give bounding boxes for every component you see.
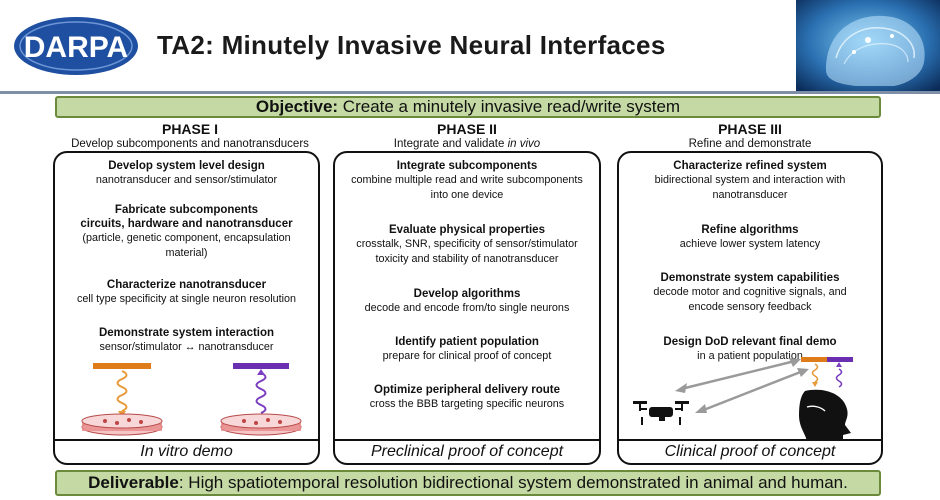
step-title: Develop system level design <box>55 159 318 173</box>
header: DARPA TA2: Minutely Invasive Neural Inte… <box>0 0 940 93</box>
deliverable-banner: Deliverable: High spatiotemporal resolut… <box>55 470 881 496</box>
step-desc: cross the BBB targeting specific neurons <box>335 397 599 412</box>
objective-banner: Objective: Create a minutely invasive re… <box>55 96 881 118</box>
sensor-bar-icon <box>233 363 289 369</box>
orange-wave-icon <box>118 371 127 411</box>
phase-3-header: PHASE III Refine and demonstrate <box>605 121 895 150</box>
orange-wave-icon <box>813 364 818 382</box>
step-desc: crosstalk, SNR, specificity of sensor/st… <box>335 237 599 252</box>
step-desc: prepare for clinical proof of concept <box>335 349 599 364</box>
phase-2-title: PHASE II <box>322 121 612 137</box>
stimulator-bar-icon <box>801 357 827 362</box>
objective-text: Create a minutely invasive read/write sy… <box>338 97 680 117</box>
step-title: Optimize peripheral delivery route <box>335 383 599 397</box>
phase-3-step: Characterize refined system bidirectiona… <box>619 159 881 203</box>
step-desc-line2: nanotransducer <box>619 188 881 203</box>
step-desc: combine multiple read and write subcompo… <box>335 173 599 188</box>
step-title: Identify patient population <box>335 335 599 349</box>
phase-3-step: Refine algorithms achieve lower system l… <box>619 223 881 252</box>
step-title: Demonstrate system capabilities <box>619 271 881 285</box>
phase-1-panel: Develop system level design nanotransduc… <box>53 151 320 465</box>
step-desc-line2: toxicity and stability of nanotransducer <box>335 252 599 267</box>
phase-1-step: Fabricate subcomponents circuits, hardwa… <box>55 203 318 261</box>
phase-1-footer: In vitro demo <box>55 439 318 463</box>
phase-1-step: Demonstrate system interaction sensor/st… <box>55 326 318 355</box>
phase-1-title: PHASE I <box>45 121 335 137</box>
deliverable-label: Deliverable <box>88 473 179 493</box>
phase-1-header: PHASE I Develop subcomponents and nanotr… <box>45 121 335 150</box>
step-title: Demonstrate system interaction <box>55 326 318 340</box>
phase-2-subtitle: Integrate and validate in vivo <box>322 138 612 150</box>
step-desc: decode motor and cognitive signals, and <box>619 285 881 300</box>
phase-2-step: Identify patient population prepare for … <box>335 335 599 364</box>
step-desc-line2: material) <box>55 246 318 261</box>
darpa-logo-text: DARPA <box>24 31 128 64</box>
step-title: Fabricate subcomponents <box>55 203 318 217</box>
petri-dish-icon <box>221 414 301 435</box>
objective-label: Objective: <box>256 97 338 117</box>
step-desc: achieve lower system latency <box>619 237 881 252</box>
phase-2-step: Integrate subcomponents combine multiple… <box>335 159 599 203</box>
phase-2-step: Develop algorithms decode and encode fro… <box>335 287 599 316</box>
phase-1-subtitle: Develop subcomponents and nanotransducer… <box>45 138 335 150</box>
step-title: Refine algorithms <box>619 223 881 237</box>
step-desc: sensor/stimulator ↔ nanotransducer <box>55 340 318 355</box>
phase-1-step: Characterize nanotransducer cell type sp… <box>55 278 318 307</box>
step-title: Design DoD relevant final demo <box>619 335 881 349</box>
step-title: Characterize refined system <box>619 159 881 173</box>
head-silhouette-icon <box>799 390 851 441</box>
phase-3-subtitle: Refine and demonstrate <box>605 138 895 150</box>
phase-2-subtitle-plain: Integrate and validate <box>394 138 508 150</box>
step-desc: bidirectional system and interaction wit… <box>619 173 881 188</box>
double-arrow-icon <box>675 358 809 413</box>
drone-icon <box>633 401 689 425</box>
phase-2-step: Evaluate physical properties crosstalk, … <box>335 223 599 267</box>
deliverable-text: : High spatiotemporal resolution bidirec… <box>179 473 848 493</box>
phase-3-panel: Characterize refined system bidirectiona… <box>617 151 883 465</box>
phase-2-footer: Preclinical proof of concept <box>335 439 599 463</box>
step-desc: decode and encode from/to single neurons <box>335 301 599 316</box>
stimulator-bar-icon <box>93 363 151 369</box>
step-desc: nanotransducer and sensor/stimulator <box>55 173 318 188</box>
brain-image <box>796 0 940 92</box>
step-desc-line2: encode sensory feedback <box>619 300 881 315</box>
purple-wave-icon <box>837 369 842 387</box>
darpa-logo: DARPA <box>12 15 140 77</box>
phase-3-title: PHASE III <box>605 121 895 137</box>
sensor-bar-icon <box>827 357 853 362</box>
step-title-line2: circuits, hardware and nanotransducer <box>55 217 318 231</box>
step-title: Evaluate physical properties <box>335 223 599 237</box>
step-title: Develop algorithms <box>335 287 599 301</box>
petri-dish-icon <box>82 414 162 435</box>
clinical-illustration <box>619 351 881 443</box>
purple-wave-icon <box>257 373 266 413</box>
phase-2-header: PHASE II Integrate and validate in vivo <box>322 121 612 150</box>
step-title: Integrate subcomponents <box>335 159 599 173</box>
phase-2-subtitle-italic: in vivo <box>508 138 541 150</box>
step-title: Characterize nanotransducer <box>55 278 318 292</box>
page-title: TA2: Minutely Invasive Neural Interfaces <box>157 30 666 61</box>
step-desc: cell type specificity at single neuron r… <box>55 292 318 307</box>
phase-2-panel: Integrate subcomponents combine multiple… <box>333 151 601 465</box>
phase-3-step: Demonstrate system capabilities decode m… <box>619 271 881 315</box>
phase-3-footer: Clinical proof of concept <box>619 439 881 463</box>
header-divider <box>0 91 940 94</box>
step-desc: (particle, genetic component, encapsulat… <box>55 231 318 246</box>
step-desc-line2: into one device <box>335 188 599 203</box>
phase-1-step: Develop system level design nanotransduc… <box>55 159 318 188</box>
phase-2-step: Optimize peripheral delivery route cross… <box>335 383 599 412</box>
in-vitro-illustration <box>55 355 318 439</box>
